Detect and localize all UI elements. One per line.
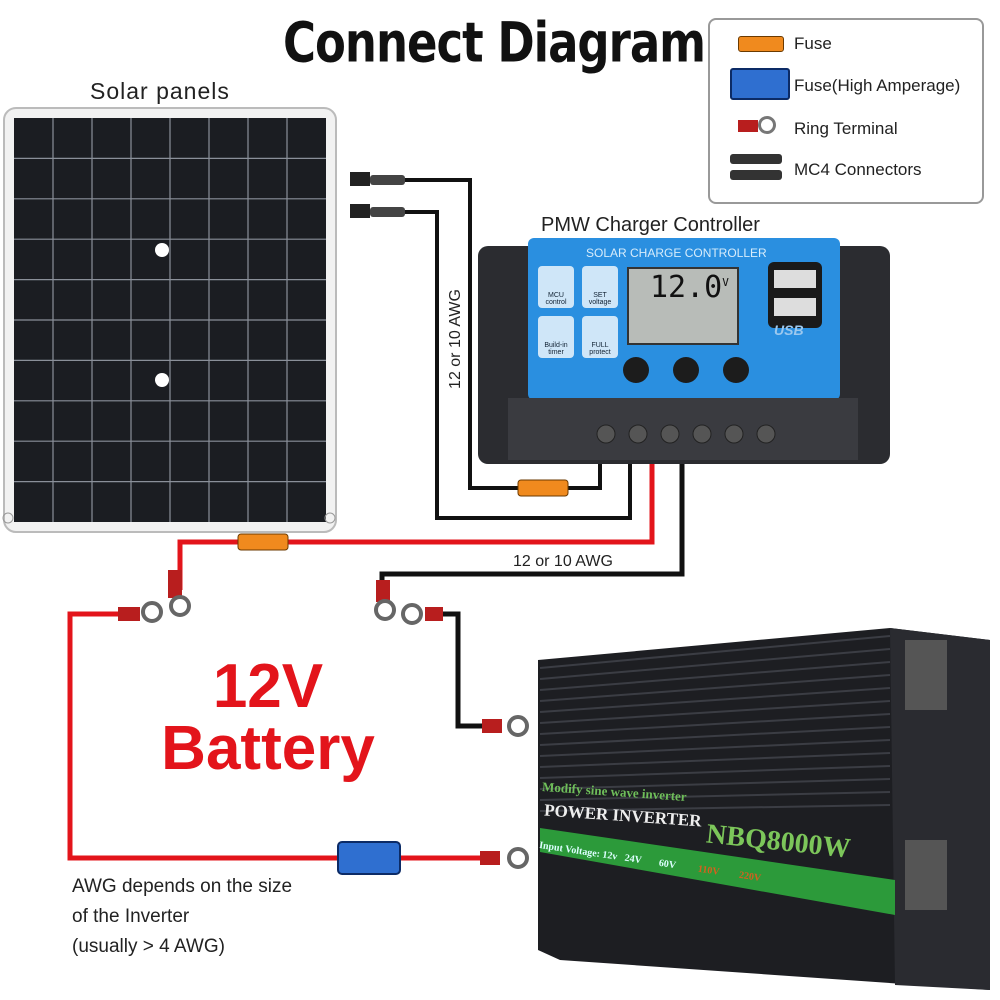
battery-wires <box>67 462 685 861</box>
legend: Fuse Fuse(High Amperage) Ring Terminal M… <box>708 18 984 204</box>
fuse-icon <box>237 533 289 551</box>
high-amp-fuse-icon <box>730 68 790 100</box>
usb-label: USB <box>774 322 804 338</box>
high-amp-fuse-icon <box>337 841 401 875</box>
heatsink-fin <box>539 726 891 746</box>
heatsink-fin <box>539 778 891 790</box>
pv-wire-gauge-label: 12 or 10 AWG <box>447 289 464 389</box>
mc4-connector-icon <box>350 172 405 218</box>
power-inverter <box>538 628 990 990</box>
battery-wire-gauge-label: 12 or 10 AWG <box>513 553 613 570</box>
heatsink-fin <box>539 739 891 757</box>
heatsink-fin <box>539 765 891 779</box>
voltage-60: 60V <box>657 857 677 872</box>
ring-terminal-icon <box>118 570 529 869</box>
heatsink-fin <box>539 635 891 669</box>
battery-voltage: 12V <box>212 652 324 721</box>
feature-protect: FULL protect <box>589 342 611 356</box>
feature-mcu: MCU control <box>545 292 567 306</box>
display-unit: V <box>722 276 729 289</box>
display-value: 12.0 <box>650 270 723 305</box>
heatsink-fin <box>539 661 891 691</box>
legend-label-mc4: MC4 Connectors <box>794 160 922 179</box>
controller-label: PMW Charger Controller <box>541 214 760 236</box>
charge-controller <box>478 238 890 464</box>
fuse-icon <box>738 36 784 52</box>
legend-label-high-amp-fuse: Fuse(High Amperage) <box>794 76 961 95</box>
voltage-24: 24V <box>623 852 643 867</box>
pv-wires <box>405 178 632 520</box>
inverter-wire-note: AWG depends on the size of the Inverter … <box>72 872 292 962</box>
heatsink-fin <box>539 648 891 680</box>
ring-icon <box>758 116 776 134</box>
note-line: of the Inverter <box>72 906 190 927</box>
legend-label-ring-terminal: Ring Terminal <box>794 119 898 138</box>
fuse-icon <box>517 479 569 497</box>
solar-panel <box>2 107 337 533</box>
heatsink-fin <box>539 713 891 735</box>
mc4-connector-icon <box>730 154 782 164</box>
heatsink-fin <box>539 687 891 713</box>
ring-terminal-icon <box>738 120 758 132</box>
note-line: AWG depends on the size <box>72 876 293 897</box>
battery-word: Battery <box>161 714 375 783</box>
heatsink-fin <box>539 791 891 801</box>
legend-label-fuse: Fuse <box>794 34 832 53</box>
heatsink-fin <box>539 804 891 812</box>
note-line: (usually > 4 AWG) <box>72 936 225 957</box>
heatsink-fin <box>539 700 891 724</box>
battery-label: 12V Battery <box>128 656 408 780</box>
heatsink-fin <box>539 674 891 702</box>
controller-face-title: SOLAR CHARGE CONTROLLER <box>586 246 767 260</box>
solar-panels-label: Solar panels <box>90 78 230 104</box>
feature-set-voltage: SET voltage <box>588 292 612 306</box>
feature-timer: Build-in timer <box>544 342 568 356</box>
page-title: Connect Diagram <box>283 11 706 75</box>
heatsink-fin <box>539 752 891 768</box>
controller-display: 12.0V <box>650 270 729 305</box>
